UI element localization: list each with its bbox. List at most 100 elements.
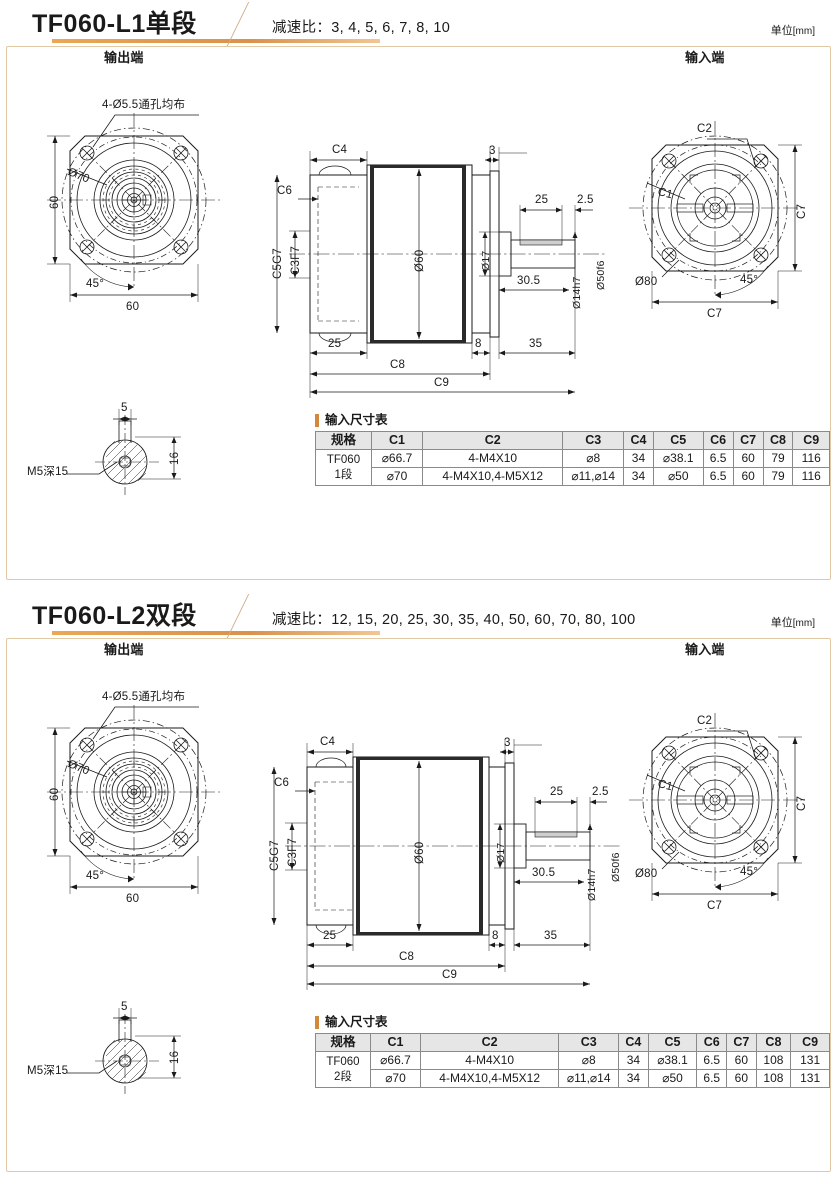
- td-c8-r1-l2: 108: [755, 1051, 792, 1070]
- table-row: TF060 2段 ⌀66.7 4-M4X10 ⌀8 34 ⌀38.1 6.5 6…: [315, 1051, 830, 1088]
- spec-line1-l1: TF060: [326, 453, 361, 466]
- c6-label-l2: C6: [274, 777, 290, 789]
- m5-depth-label-l2: M5深15: [27, 1065, 69, 1077]
- c3f7-label-l2: C3F7: [287, 838, 299, 867]
- title-underline: [52, 39, 380, 43]
- th-c2-l2: C2: [420, 1033, 560, 1052]
- td-c7-r2-l2: 60: [726, 1069, 757, 1088]
- td-c2-r2-l1: 4-M4X10,4-M5X12: [421, 467, 564, 486]
- input-dimension-table-block-l1: 输入尺寸表 规格 C1 C2 C3 C4 C5 C6 C7 C8 C9: [315, 413, 830, 486]
- dia60-label-l1: Ø60: [414, 249, 426, 272]
- m5-depth-label-l1: M5深15: [27, 466, 69, 478]
- detail-16-label-l2: 16: [169, 1050, 181, 1064]
- spec-line2-l2: 2段: [334, 1070, 352, 1083]
- c6-label-l1: C6: [277, 185, 293, 197]
- td-c2-r1-l1: 4-M4X10: [421, 449, 564, 468]
- dim3-label-l1: 3: [489, 145, 496, 157]
- table-caption-l1: 输入尺寸表: [315, 413, 830, 427]
- th-c4-l1: C4: [623, 431, 654, 450]
- th-c5-l1: C5: [652, 431, 704, 450]
- c7-bottom-label-l1: C7: [707, 308, 723, 320]
- td-c7-r2-l1: 60: [732, 467, 764, 486]
- thru-hole-callout-l1: 4-Ø5.5通孔均布: [102, 99, 186, 111]
- section-header-l2: TF060-L2双段 减速比：12, 15, 20, 25, 30, 35, 4…: [0, 592, 837, 640]
- dim25-label-l1: 25: [328, 338, 342, 350]
- key-2_5-label-l2: 2.5: [592, 786, 609, 798]
- td-c1-r1-l2: ⌀66.7: [369, 1051, 422, 1070]
- dia17-label-l1: Ø17: [480, 250, 492, 271]
- c7-right-label-l2: C7: [796, 795, 808, 811]
- unit-value: [mm]: [792, 26, 815, 37]
- c7-right-label-l1: C7: [796, 203, 808, 219]
- drawing-svg-l1: [47, 113, 803, 495]
- c4-label-l1: C4: [332, 144, 348, 156]
- th-c9-l1: C9: [792, 431, 830, 450]
- dim8-label-l2: 8: [492, 930, 499, 942]
- td-c4-r2-l1: 34: [623, 467, 654, 486]
- table-header-row-l1: 规格 C1 C2 C3 C4 C5 C6 C7 C8 C9: [315, 431, 830, 450]
- dia14h7-label-l2: Ø14h7: [586, 868, 598, 901]
- reduction-ratio-l2: 减速比：12, 15, 20, 25, 30, 35, 40, 50, 60, …: [272, 608, 636, 629]
- dia50f6-label-l2: Ø50f6: [610, 852, 622, 882]
- td-c8-r2-l1: 79: [762, 467, 794, 486]
- th-c1-l1: C1: [370, 431, 424, 450]
- section-header-l1: TF060-L1单段 减速比：3, 4, 5, 6, 7, 8, 10 单位[m…: [0, 0, 837, 48]
- th-spec-l2: 规格: [315, 1033, 371, 1052]
- td-c3-r2-l1: ⌀11,⌀14: [562, 467, 624, 486]
- td-c3-r1-l1: ⌀8: [562, 449, 624, 468]
- td-c5-r2-l2: ⌀50: [647, 1069, 698, 1088]
- unit-label-2: 单位: [770, 617, 793, 629]
- td-c6-r1-l1: 6.5: [702, 449, 734, 468]
- dim25-label-l2: 25: [323, 930, 337, 942]
- th-c9-l2: C9: [790, 1033, 830, 1052]
- th-spec-l1: 规格: [315, 431, 372, 450]
- c2-label-l1: C2: [697, 123, 713, 135]
- angle45b-label-l1: 45°: [740, 274, 758, 286]
- td-c3-r2-l2: ⌀11,⌀14: [558, 1069, 620, 1088]
- c4-label-l2: C4: [320, 736, 336, 748]
- thru-hole-callout-l2: 4-Ø5.5通孔均布: [102, 691, 186, 703]
- flange-width-label-l1: 60: [49, 195, 61, 209]
- td-c5-r1-l2: ⌀38.1: [647, 1051, 698, 1070]
- table-row: ⌀70 4-M4X10,4-M5X12 ⌀11,⌀14 34 ⌀50 6.5 6…: [316, 1069, 830, 1088]
- dim30_5-label-l2: 30.5: [532, 867, 556, 879]
- td-c4-r1-l2: 34: [618, 1051, 649, 1070]
- th-c3-l2: C3: [558, 1033, 620, 1052]
- th-c7-l2: C7: [726, 1033, 757, 1052]
- page-title-l1: TF060-L1单段: [32, 10, 197, 38]
- input-dimension-table-l1: 规格 C1 C2 C3 C4 C5 C6 C7 C8 C9: [315, 431, 830, 486]
- detail-5-label-l1: 5: [121, 402, 128, 414]
- dia17-label-l2: Ø17: [495, 842, 507, 863]
- th-c2-l1: C2: [421, 431, 564, 450]
- dia80-label-l2: Ø80: [635, 868, 658, 880]
- td-c7-r1-l2: 60: [726, 1051, 757, 1070]
- detail-16-label-l1: 16: [169, 451, 181, 465]
- th-c4-l2: C4: [618, 1033, 649, 1052]
- drawing-frame-l1: 输出端 输入端 4-Ø5.5通孔均布 Ø70 60 60 45° C5G7 C3…: [6, 46, 831, 580]
- unit-note-l2: 单位[mm]: [771, 614, 815, 630]
- c5g7-label-l2: C5G7: [269, 840, 281, 871]
- td-c4-r2-l2: 34: [618, 1069, 649, 1088]
- c8-label-l2: C8: [399, 951, 415, 963]
- c7-bottom-label-l2: C7: [707, 900, 723, 912]
- angle45b-label-l2: 45°: [740, 866, 758, 878]
- th-c7-l1: C7: [732, 431, 764, 450]
- th-c1-l2: C1: [369, 1033, 422, 1052]
- ratio-label: 减速比：: [272, 20, 332, 36]
- flange-bottom-label-l2: 60: [126, 893, 140, 905]
- ratio-label-2: 减速比：: [272, 612, 332, 628]
- th-c6-l2: C6: [696, 1033, 728, 1052]
- unit-label: 单位: [770, 25, 793, 37]
- td-spec-l1: TF060 1段: [315, 449, 372, 486]
- td-c2-r1-l2: 4-M4X10: [420, 1051, 560, 1070]
- title-underline-2: [52, 631, 380, 635]
- dim8-label-l1: 8: [475, 338, 482, 350]
- td-c6-r2-l1: 6.5: [702, 467, 734, 486]
- drawing-svg-l2: [47, 705, 803, 1094]
- technical-drawing-l1: 输出端 输入端 4-Ø5.5通孔均布 Ø70 60 60 45° C5G7 C3…: [7, 47, 830, 579]
- dim3-label-l2: 3: [504, 737, 511, 749]
- key-2_5-label-l1: 2.5: [577, 194, 594, 206]
- c9-label-l1: C9: [434, 377, 450, 389]
- product-section-l2: TF060-L2双段 减速比：12, 15, 20, 25, 30, 35, 4…: [0, 592, 837, 1184]
- ratio-values-2: 12, 15, 20, 25, 30, 35, 40, 50, 60, 70, …: [331, 612, 636, 628]
